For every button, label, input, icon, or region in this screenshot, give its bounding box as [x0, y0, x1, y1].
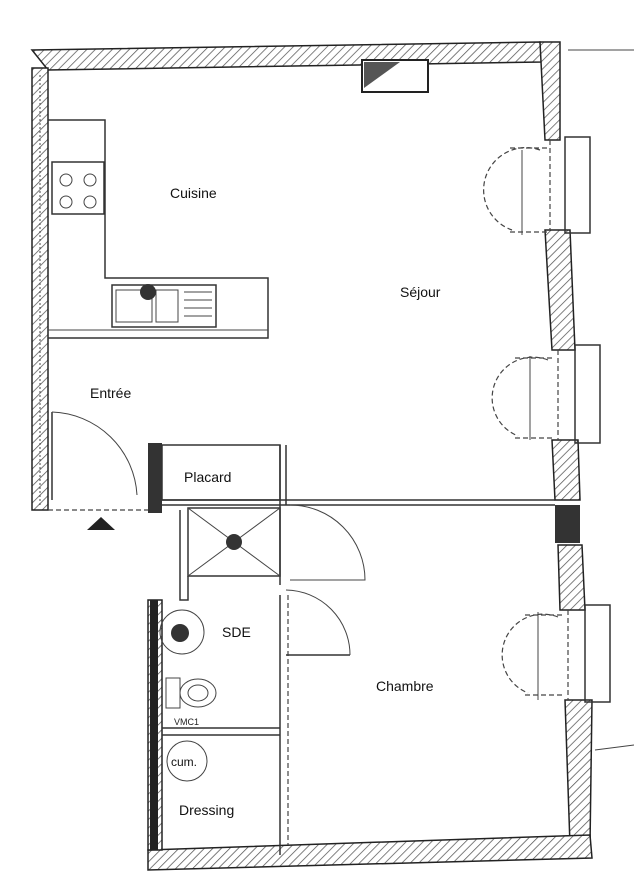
cumulus-label: cum.	[171, 755, 197, 769]
room-label-placard: Placard	[184, 469, 231, 485]
entrance-door	[48, 411, 150, 530]
room-label-dressing: Dressing	[179, 802, 234, 818]
shower	[187, 507, 281, 577]
window-sejour-1	[483, 136, 591, 235]
room-label-cuisine: Cuisine	[170, 185, 217, 201]
room-label-entree: Entrée	[90, 385, 131, 401]
window-sejour-2	[491, 344, 601, 444]
room-label-sejour: Séjour	[400, 284, 441, 300]
vent-shaft	[361, 59, 429, 93]
water-heater	[166, 740, 208, 782]
cooktop-icon	[51, 161, 105, 215]
entrance-arrow-icon	[87, 517, 115, 530]
exterior-walls	[30, 41, 593, 871]
toilet	[165, 677, 217, 709]
room-label-chambre: Chambre	[376, 678, 434, 694]
interior-walls	[148, 443, 555, 855]
vmc-label: VMC1	[174, 717, 199, 727]
sink-icon	[111, 284, 217, 328]
room-label-sde: SDE	[222, 624, 251, 640]
kitchen-counter	[48, 119, 269, 339]
window-chambre	[501, 604, 611, 703]
washbasin	[159, 609, 205, 655]
